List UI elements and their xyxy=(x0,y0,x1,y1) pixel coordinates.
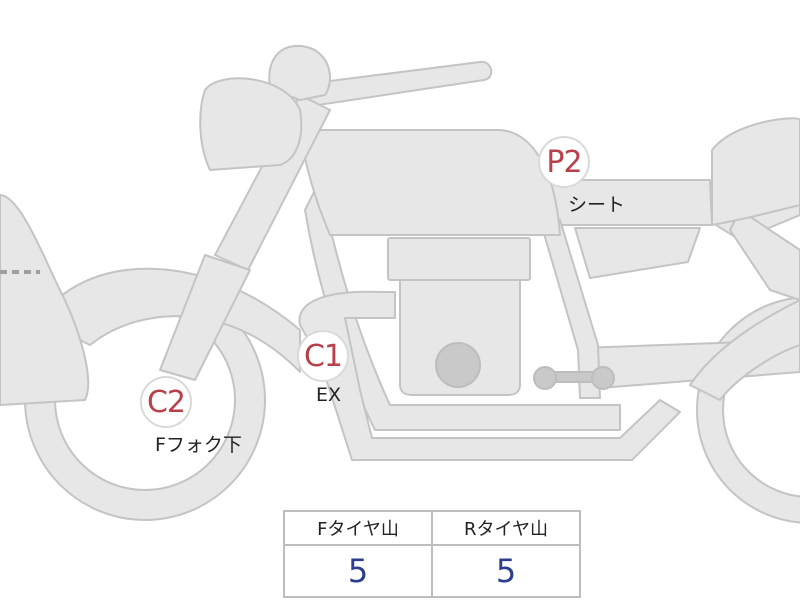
label-seat: シート xyxy=(568,194,626,216)
rear-wheel xyxy=(697,297,800,523)
handlebar xyxy=(274,60,493,111)
rear-tire-value: 5 xyxy=(431,544,581,598)
marker-exhaust-code: C1 xyxy=(303,338,343,374)
front-cowl xyxy=(0,194,90,406)
engine-body xyxy=(399,279,521,396)
marker-fork-code: C2 xyxy=(146,384,186,420)
exhaust-pipe xyxy=(298,290,681,461)
marker-fork[interactable]: C2 xyxy=(140,376,192,428)
engine-cover xyxy=(435,342,481,388)
marker-seat-code: P2 xyxy=(546,144,582,180)
fuel-tank xyxy=(299,129,561,236)
side-cover xyxy=(574,227,701,279)
marker-exhaust[interactable]: C1 xyxy=(297,330,349,382)
marker-seat[interactable]: P2 xyxy=(538,136,590,188)
front-tire-value: 5 xyxy=(283,544,433,598)
rear-fender xyxy=(689,299,800,401)
label-fork: Fフォク下 xyxy=(155,434,242,456)
tire-tread-table: Fタイヤ山 Rタイヤ山 5 5 xyxy=(283,510,581,598)
engine-head xyxy=(387,237,531,281)
label-exhaust: EX xyxy=(316,384,342,406)
headlight xyxy=(199,77,303,171)
rear-tire-header: Rタイヤ山 xyxy=(431,510,581,546)
fork-lower xyxy=(159,254,251,381)
mirror xyxy=(268,44,331,101)
front-tire-header: Fタイヤ山 xyxy=(283,510,433,546)
